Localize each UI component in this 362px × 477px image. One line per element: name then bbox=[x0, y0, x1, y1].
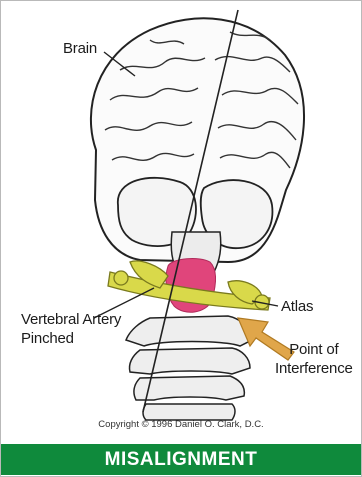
vertebral-artery-label-line2: Pinched bbox=[21, 329, 121, 348]
copyright-notice: Copyright © 1996 Daniel O. Clark, D.C. bbox=[0, 419, 362, 430]
banner-text: MISALIGNMENT bbox=[105, 449, 258, 471]
vertebral-artery-label-line1: Vertebral Artery bbox=[21, 310, 121, 329]
misalignment-banner: MISALIGNMENT bbox=[1, 444, 361, 475]
point-of-interference-line1: Point of bbox=[275, 340, 353, 359]
atlas-label: Atlas bbox=[281, 297, 313, 316]
point-of-interference-line2: Interference bbox=[275, 359, 353, 378]
vertebral-artery-label: Vertebral Artery Pinched bbox=[21, 310, 121, 348]
point-of-interference-label: Point of Interference bbox=[275, 340, 353, 378]
brain-label: Brain bbox=[63, 39, 97, 58]
